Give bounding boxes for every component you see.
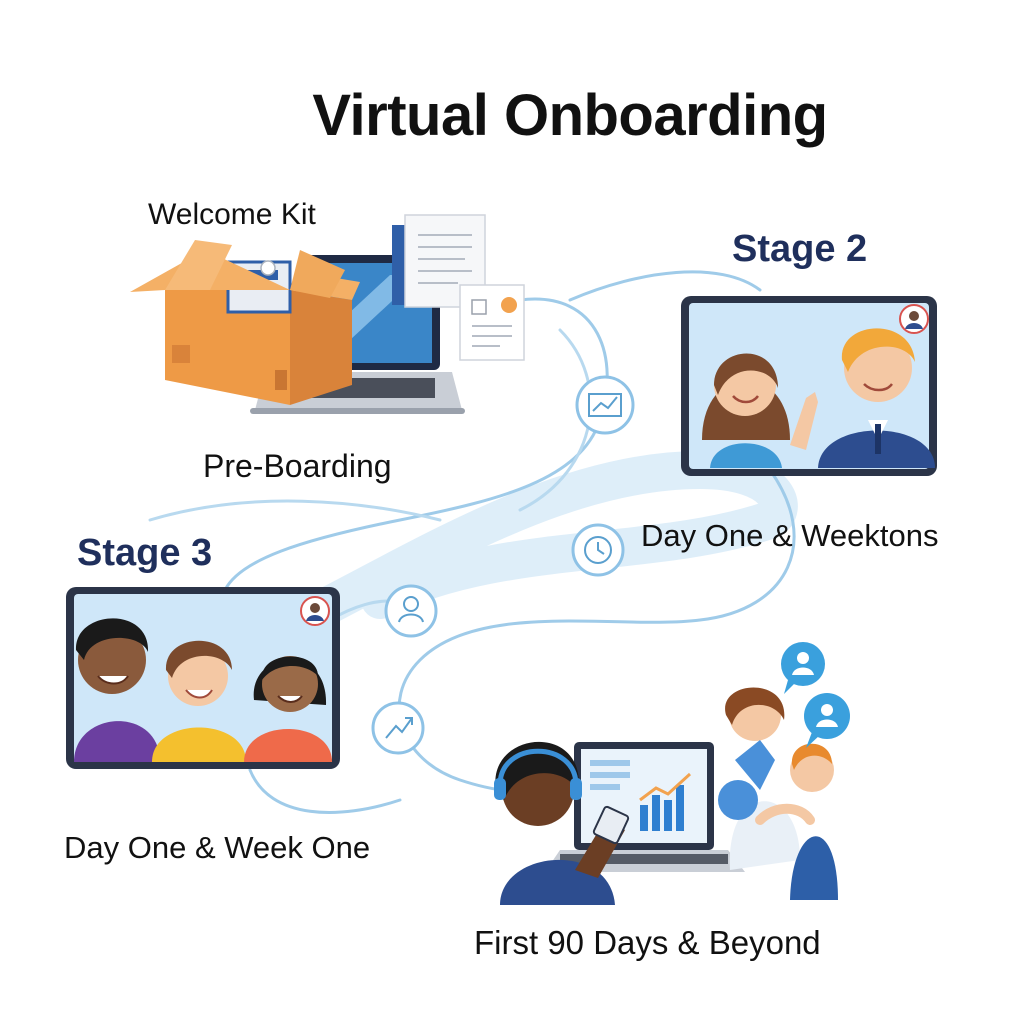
stage2-video-frame bbox=[681, 296, 937, 476]
day-one-week-one-label: Day One & Week One bbox=[64, 830, 371, 865]
dashboard-laptop bbox=[545, 742, 745, 872]
line-chart-icon bbox=[575, 375, 635, 435]
journey-paths bbox=[148, 270, 798, 814]
user-chat-bubble-icon bbox=[781, 642, 825, 694]
path-line-4 bbox=[397, 468, 796, 793]
trend-arrow-icon bbox=[371, 701, 425, 755]
journey-ribbon bbox=[281, 450, 798, 639]
welcome-kit-label: Welcome Kit bbox=[148, 198, 316, 231]
person-icon bbox=[384, 584, 438, 638]
stage3-video-frame bbox=[66, 587, 340, 769]
stage2-label: Stage 2 bbox=[732, 228, 868, 270]
stage3-label: Stage 3 bbox=[77, 532, 213, 574]
user-chat-bubble-icon bbox=[804, 693, 850, 748]
page-title: Virtual Onboarding bbox=[312, 83, 828, 148]
clock-icon bbox=[571, 523, 625, 577]
first-90-days-label: First 90 Days & Beyond bbox=[474, 924, 821, 961]
colleagues bbox=[718, 687, 838, 900]
path-line-6 bbox=[148, 499, 442, 522]
path-line-2 bbox=[568, 270, 762, 302]
pre-boarding-label: Pre-Boarding bbox=[203, 448, 392, 484]
headset-person bbox=[494, 741, 630, 905]
day-one-weektons-label: Day One & Weektons bbox=[641, 518, 939, 553]
form-document-icon bbox=[459, 284, 525, 361]
welcome-kit-box bbox=[130, 240, 360, 405]
path-line-1 bbox=[223, 297, 609, 592]
path-line-5 bbox=[248, 768, 402, 814]
